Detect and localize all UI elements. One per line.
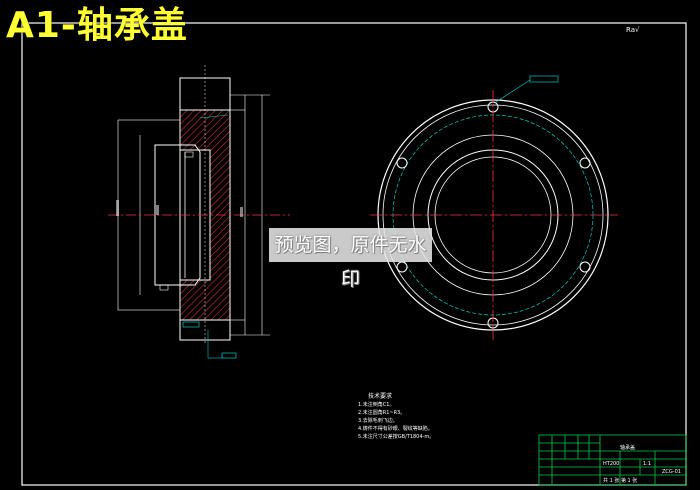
bolt-hole — [579, 157, 591, 169]
drawing-border — [21, 22, 687, 486]
hub-outline — [154, 144, 201, 286]
notes-title: 技术要求 — [368, 393, 393, 400]
roughness-symbol: Ra√ — [626, 26, 640, 34]
dim-callout-2 — [221, 352, 237, 359]
notes-line: 3.去除毛刺飞边。 — [358, 418, 398, 424]
bolt-hole — [396, 157, 408, 169]
bottom-flange — [179, 319, 231, 341]
dim-callout-1 — [182, 321, 200, 328]
notes-line: 5.未注尺寸公差按GB/T1804-m。 — [358, 434, 435, 440]
drawing-title: A1-轴承盖 — [6, 5, 188, 46]
technical-notes: 技术要求 1.未注倒角C1。 2.未注圆角R1~R3。 3.去除毛刺飞边。 4.… — [358, 393, 434, 441]
hole-callout — [529, 75, 559, 83]
notes-line: 1.未注倒角C1。 — [358, 402, 395, 408]
title-block-grid — [538, 434, 687, 486]
watermark: 预览图，原件无水印 — [269, 228, 432, 290]
scale: 1:1 — [643, 461, 652, 467]
section-view — [108, 65, 290, 359]
bolt-hole — [396, 261, 408, 273]
notes-line: 2.未注圆角R1~R3。 — [358, 410, 406, 416]
front-view — [370, 75, 618, 340]
bolt-hole — [579, 261, 591, 273]
material: HT200 — [603, 461, 620, 467]
part-name: 轴承盖 — [620, 445, 636, 451]
sheet-info: 共 1 张 第 1 张 — [603, 478, 638, 484]
notes-line: 4.铸件不得有砂眼、裂纹等缺陷。 — [358, 426, 433, 432]
drawing-number: ZCG-01 — [662, 469, 681, 475]
